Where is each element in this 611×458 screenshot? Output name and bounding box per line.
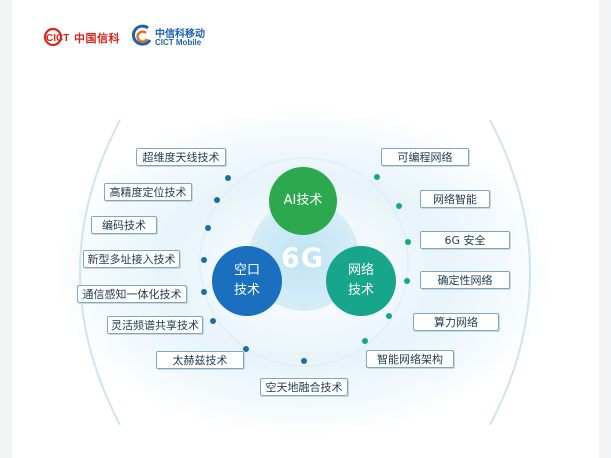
ai-tech-label: AI技术 — [283, 193, 323, 208]
right-label: 6G 安全 — [420, 231, 510, 249]
left-label: 超维度天线技术 — [136, 148, 226, 166]
cict-logo-icon: CICT — [43, 27, 69, 47]
orbit-dot — [210, 318, 216, 324]
ai-tech-circle: AI技术 — [269, 167, 337, 235]
orbit-ring — [199, 157, 409, 367]
left-label: 新型多址接入技术 — [83, 250, 180, 268]
network-tech-circle: 网络 技术 — [326, 246, 396, 316]
right-label: 智能网络架构 — [366, 350, 454, 368]
orbit-dot — [225, 175, 231, 181]
orbit-dot — [386, 313, 392, 319]
orbit-dot — [205, 225, 211, 231]
right-label: 可编程网络 — [381, 148, 469, 166]
network-tech-label-2: 技术 — [347, 283, 374, 298]
orbit-dot — [201, 257, 207, 263]
six-g-title: 6G — [281, 243, 324, 274]
left-label: 灵活频谱共享技术 — [107, 316, 203, 334]
cict-logo-mark: CICT — [46, 33, 69, 44]
bottom-label: 空天地融合技术 — [260, 378, 348, 396]
orbit-dot — [243, 346, 249, 352]
cict-mobile-mark-icon — [132, 24, 152, 46]
orbit-dot — [301, 358, 307, 364]
right-label: 算力网络 — [413, 313, 499, 331]
cict-mobile-en: CICT Mobile — [155, 38, 202, 47]
right-label: 确定性网络 — [420, 271, 510, 289]
orbit-dot — [201, 289, 207, 295]
left-label: 太赫兹技术 — [156, 351, 244, 369]
air-interface-label-2: 技术 — [233, 283, 260, 298]
orbit-dot — [404, 278, 410, 284]
orbit-dot — [405, 239, 411, 245]
air-interface-label-1: 空口 — [233, 263, 260, 278]
air-interface-circle: 空口 技术 — [212, 246, 282, 316]
cict-mobile-name: 中信科移动 — [155, 29, 205, 40]
left-label: 高精度定位技术 — [104, 183, 192, 201]
right-label: 网络智能 — [420, 190, 490, 208]
left-label: 通信感知一体化技术 — [77, 285, 187, 303]
right-outer-arc — [489, 119, 531, 426]
orbit-dot — [396, 203, 402, 209]
cict-logo-name: 中国信科 — [74, 32, 120, 45]
orbit-dot — [362, 338, 368, 344]
orbit-dot — [374, 174, 380, 180]
left-label: 编码技术 — [91, 216, 157, 234]
network-tech-label-1: 网络 — [347, 263, 374, 278]
left-outer-arc — [79, 119, 121, 426]
orbit-dot — [214, 197, 220, 203]
